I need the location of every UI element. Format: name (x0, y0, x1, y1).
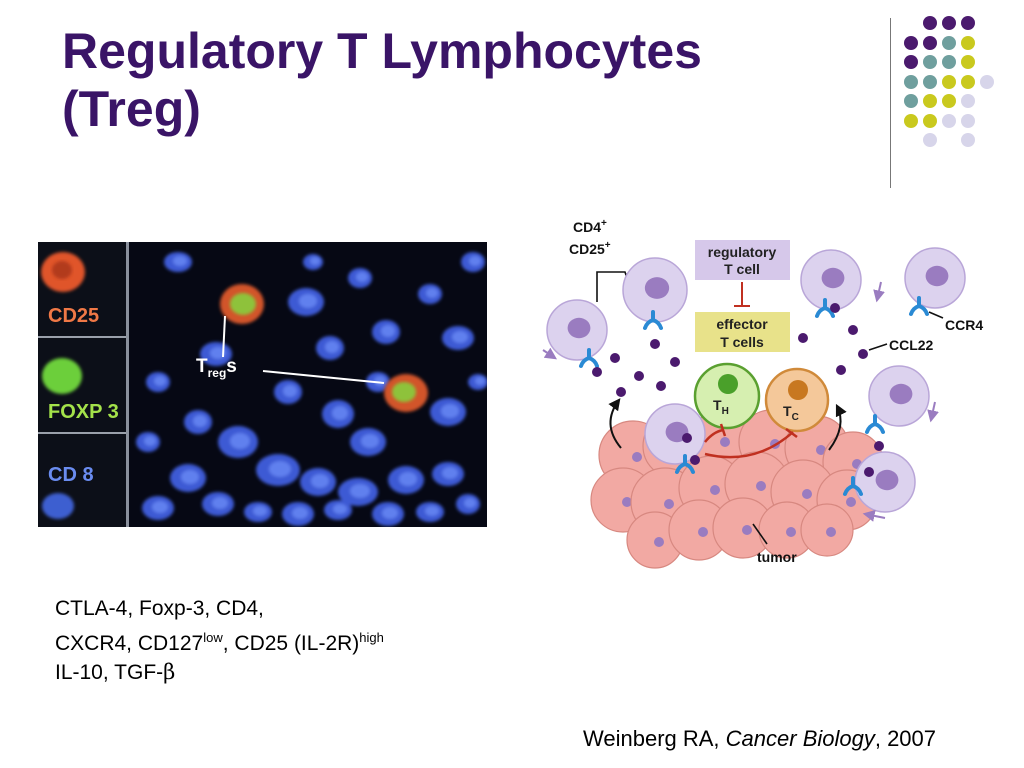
citation: Weinberg RA, Cancer Biology, 2007 (583, 726, 936, 752)
decorative-dot (923, 16, 937, 30)
panel-label-foxp3: FOXP 3 (48, 401, 119, 423)
th-label: TH (713, 397, 729, 417)
regulatory-label-1: regulatory (708, 244, 777, 260)
decorative-dot (923, 35, 937, 50)
tc-label: TC (783, 403, 799, 423)
decorative-dot (942, 74, 956, 89)
decorative-dot (961, 74, 975, 89)
tumor-label: tumor (757, 549, 797, 565)
marker-line-1: CTLA-4, Foxp-3, CD4, (55, 597, 264, 620)
citation-author: Weinberg RA, (583, 726, 726, 751)
marker-line-2: CXCR4, CD127low, CD25 (IL-2R)high (55, 630, 384, 655)
decorative-dot (980, 74, 994, 89)
decorative-dot (923, 74, 937, 89)
decorative-dot (923, 55, 937, 69)
decorative-dot (923, 94, 937, 108)
th-cell (693, 362, 761, 430)
decorative-dot (904, 55, 918, 69)
regulatory-box (695, 240, 790, 280)
marker-list: CTLA-4, Foxp-3, CD4, CXCR4, CD127low, CD… (55, 594, 384, 687)
effector-label-2: T cells (720, 334, 764, 350)
decorative-dot (904, 94, 918, 108)
cd8-cells (136, 252, 487, 526)
panel-separator (126, 242, 129, 527)
decorative-dot (961, 55, 975, 69)
decorative-dot (961, 35, 975, 50)
tc-cell (764, 367, 830, 433)
cd25-label: CD25+ (569, 240, 611, 257)
citation-book: Cancer Biology (725, 726, 875, 751)
marker-line-3: IL-10, TGF-β (55, 660, 176, 684)
slide-title-line-1: Regulatory T Lymphocytes (62, 23, 702, 79)
decorative-dot (961, 113, 975, 128)
ccl22-chemokines (592, 303, 884, 477)
treg-cell-2 (384, 374, 428, 412)
panel-cd25: CD25 (38, 242, 126, 338)
effector-label-1: effector (716, 316, 768, 332)
decorative-dot (961, 94, 975, 108)
regulatory-label-2: T cell (724, 261, 760, 277)
decorative-dot (961, 133, 975, 147)
decorative-dot (942, 113, 956, 128)
treg-label: Tregs (196, 356, 237, 380)
panel-cd8: CD 8 (38, 434, 126, 527)
decorative-dot (923, 113, 937, 128)
panel-label-cd25: CD25 (48, 305, 100, 327)
ccl22-label: CCL22 (889, 337, 934, 353)
decorative-dot (942, 16, 956, 30)
panel-foxp3: FOXP 3 (38, 338, 126, 434)
decorative-dot (923, 133, 937, 147)
decorative-dot (942, 55, 956, 69)
decorative-dot (942, 94, 956, 108)
decorative-dot (904, 35, 918, 50)
decorative-dot (904, 74, 918, 89)
cd4-label: CD4+ (573, 218, 607, 235)
micrograph-scene: Tregs (136, 252, 487, 526)
treg-micrograph: Tregs CD25 FOXP 3 CD 8 (38, 242, 487, 527)
effector-box (695, 312, 790, 352)
slide-title-line-2: (Treg) (62, 81, 201, 137)
decorative-dot (942, 35, 956, 50)
citation-year: , 2007 (874, 726, 937, 751)
decorative-dot (904, 113, 918, 128)
decorative-vertical-rule (890, 18, 891, 188)
treg-cell-1 (220, 284, 264, 324)
treg-tumor-diagram: CD4+ CD25+ regulatory T cell effector T … (542, 218, 983, 569)
ccr4-label: CCR4 (945, 317, 983, 333)
treg-cells (546, 247, 966, 513)
slide-title: Regulatory T Lymphocytes (Treg) (62, 22, 702, 138)
panel-label-cd8: CD 8 (48, 464, 94, 486)
decorative-dot (961, 16, 975, 30)
